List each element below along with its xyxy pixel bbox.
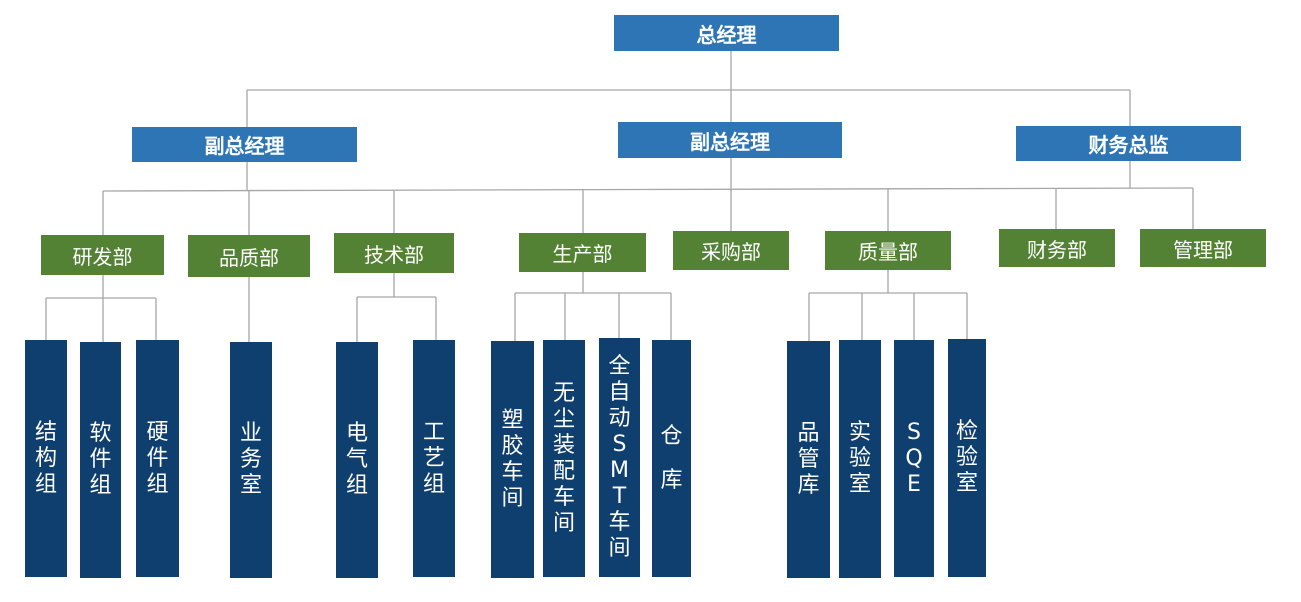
- unit-inspection-room: 检验室: [948, 339, 986, 577]
- dept-production: 生产部: [519, 233, 646, 272]
- unit-electrical-group: 电气组: [336, 342, 378, 578]
- unit-label: 仓库: [660, 423, 683, 493]
- dept-purchasing: 采购部: [673, 231, 789, 270]
- unit-process-group: 工艺组: [413, 340, 455, 577]
- unit-software-group: 软件组: [80, 342, 121, 578]
- dept-rd: 研发部: [41, 235, 164, 275]
- unit-label: 结构组: [35, 419, 58, 497]
- ceo-box: 总经理: [614, 15, 839, 51]
- unit-label: 软件组: [89, 421, 112, 498]
- unit-structure-group: 结构组: [25, 340, 67, 577]
- dept-tech: 技术部: [334, 233, 454, 273]
- unit-product-storage: 品管库: [787, 341, 830, 578]
- unit-label: 硬件组: [146, 419, 169, 497]
- unit-plastic-workshop: 塑胶车间: [491, 341, 534, 578]
- unit-label: 检验室: [956, 419, 979, 496]
- unit-label: 业务室: [240, 421, 263, 498]
- unit-warehouse: 仓库: [652, 340, 691, 577]
- unit-label: 无尘装配车间: [553, 380, 576, 536]
- cfo-box: 财务总监: [1016, 126, 1241, 161]
- vp-left-box: 副总经理: [132, 127, 357, 162]
- unit-label: 全自动SMT车间: [608, 353, 631, 561]
- unit-label: 品管库: [797, 420, 820, 498]
- unit-label: SQE: [905, 419, 923, 497]
- unit-dustfree-assembly-workshop: 无尘装配车间: [543, 340, 585, 577]
- dept-management: 管理部: [1140, 229, 1266, 267]
- unit-hardware-group: 硬件组: [136, 340, 179, 577]
- unit-auto-smt-workshop: 全自动SMT车间: [599, 338, 640, 577]
- unit-label: 塑胶车间: [501, 407, 524, 511]
- dept-finance: 财务部: [999, 229, 1115, 267]
- unit-label: 电气组: [346, 421, 369, 498]
- dept-quality: 质量部: [825, 231, 951, 270]
- vp-center-box: 副总经理: [618, 122, 842, 158]
- unit-sqe: SQE: [894, 340, 934, 577]
- unit-business-office: 业务室: [230, 342, 272, 578]
- unit-label: 工艺组: [423, 419, 446, 497]
- dept-quality-left: 品质部: [188, 235, 310, 277]
- unit-laboratory: 实验室: [839, 340, 881, 578]
- unit-label: 实验室: [849, 420, 872, 497]
